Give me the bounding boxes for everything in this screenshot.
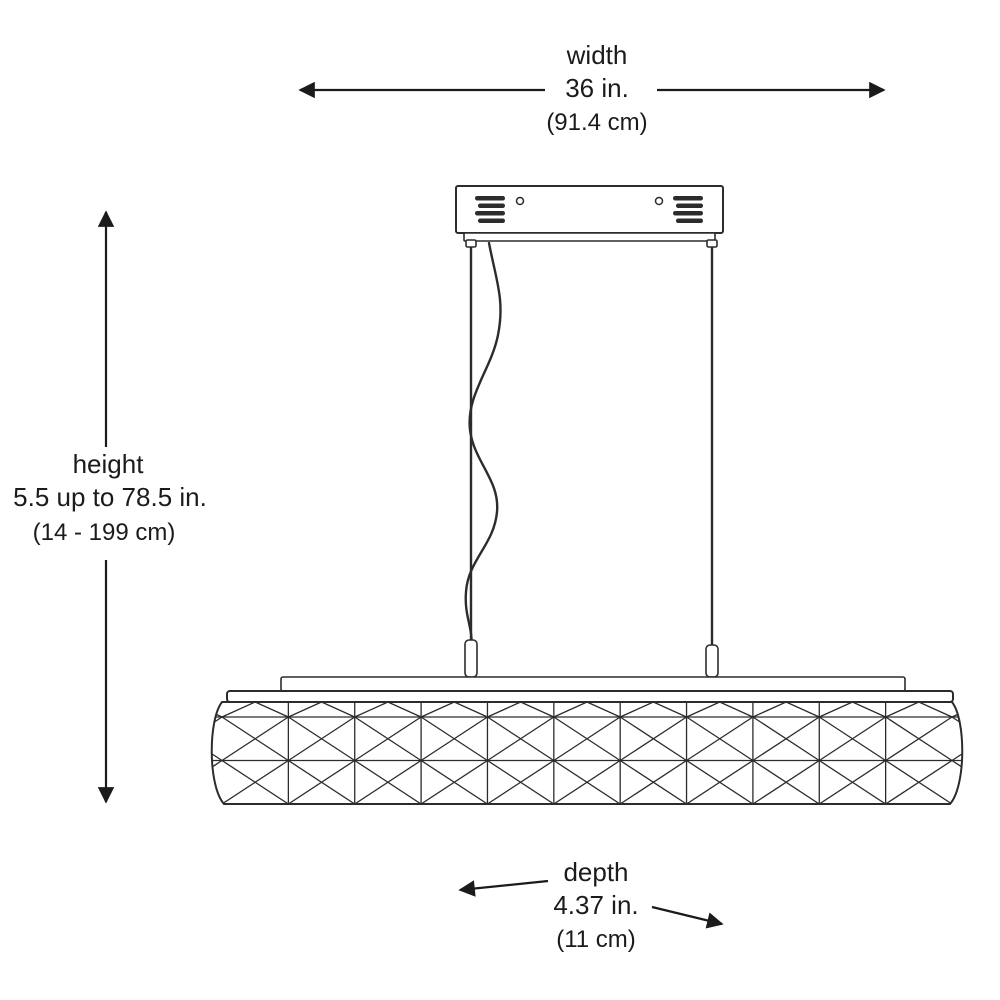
depth-arrow-right — [651, 905, 724, 929]
facet-line — [685, 716, 754, 762]
facet-line — [221, 716, 290, 762]
facet-line — [287, 702, 323, 718]
depth-value: 4.37 in. — [553, 890, 638, 920]
facet-line — [851, 702, 887, 718]
facet-line — [685, 702, 721, 718]
width-dimension: width 36 in. (91.4 cm) — [298, 40, 886, 136]
canopy-box — [455, 185, 724, 234]
power-cord — [464, 241, 502, 652]
facet-line — [287, 716, 356, 762]
rod-connector-right — [705, 644, 719, 678]
height-metric-value: (14 - 199 cm) — [33, 519, 176, 546]
vent-grill-right — [673, 196, 703, 223]
vent-slot — [673, 211, 703, 216]
fixture-drawing — [156, 185, 1000, 805]
facet-line — [320, 702, 356, 718]
depth-dimension: depth 4.37 in. (11 cm) — [458, 857, 724, 953]
facet-line — [486, 702, 522, 718]
facet-line — [818, 702, 854, 718]
fixture-top-lip — [226, 690, 954, 703]
facet-line — [254, 702, 290, 718]
vent-slot — [478, 218, 505, 223]
width-value: 36 in. — [565, 73, 629, 103]
facet-line — [619, 702, 655, 718]
facet-line — [354, 702, 389, 718]
mounting-hole-right — [654, 196, 664, 206]
facet-line — [752, 716, 820, 762]
facet-line — [553, 759, 621, 804]
facet-line — [985, 702, 1000, 717]
height-dimension: height 5.5 up to 78.5 in. (14 - 199 cm) — [13, 210, 207, 804]
facet-line — [354, 716, 422, 762]
crystal-grid — [156, 702, 1000, 804]
vent-slot — [676, 203, 703, 208]
facet-line — [918, 702, 953, 718]
facet-line — [884, 759, 953, 804]
ceiling-canopy — [455, 185, 724, 242]
vent-slot — [478, 203, 505, 208]
facet-line — [420, 702, 455, 718]
facet-line — [818, 716, 887, 762]
width-label: width — [566, 40, 628, 70]
fixture-body-fill — [211, 702, 963, 804]
facet-line — [685, 759, 754, 804]
facet-line — [619, 759, 688, 804]
facet-line — [486, 716, 555, 762]
facet-line — [785, 702, 820, 718]
fixture-inner-plate — [280, 676, 906, 692]
facet-line — [387, 702, 422, 718]
rod-connector-left — [464, 639, 478, 678]
fixture-body-outline — [210, 701, 964, 805]
facet-line — [818, 759, 887, 804]
facet-line — [884, 702, 920, 718]
facet-line — [453, 702, 489, 718]
facet-line — [752, 702, 787, 718]
cable-fitting-left — [465, 239, 477, 248]
depth-arrow-left — [458, 879, 549, 897]
facet-line — [586, 702, 621, 718]
facet-line — [354, 759, 422, 804]
height-value: 5.5 up to 78.5 in. — [13, 482, 207, 512]
facet-line — [519, 702, 555, 718]
height-label: height — [73, 449, 145, 479]
facet-line — [420, 759, 489, 804]
facet-line — [221, 702, 256, 718]
facet-line — [619, 716, 688, 762]
vent-slot — [676, 218, 703, 223]
fixture-body — [156, 701, 1000, 805]
facet-line — [719, 702, 754, 718]
facet-line — [752, 759, 820, 804]
vent-slot — [673, 196, 703, 201]
cable-fitting-right — [706, 239, 718, 248]
facet-line — [652, 702, 688, 718]
canopy-lip — [463, 232, 716, 242]
depth-metric-value: (11 cm) — [556, 926, 636, 953]
depth-label: depth — [563, 857, 628, 887]
facet-line — [156, 702, 189, 717]
width-metric-value: (91.4 cm) — [546, 109, 647, 136]
vent-grill-left — [475, 196, 505, 223]
facet-line — [884, 716, 953, 762]
facet-line — [221, 759, 290, 804]
vent-slot — [475, 196, 505, 201]
facet-line — [553, 716, 621, 762]
facet-line — [420, 716, 489, 762]
facet-line — [287, 759, 356, 804]
mounting-hole-left — [515, 196, 525, 206]
facet-line — [553, 702, 588, 718]
vent-slot — [475, 211, 505, 216]
facet-line — [486, 759, 555, 804]
